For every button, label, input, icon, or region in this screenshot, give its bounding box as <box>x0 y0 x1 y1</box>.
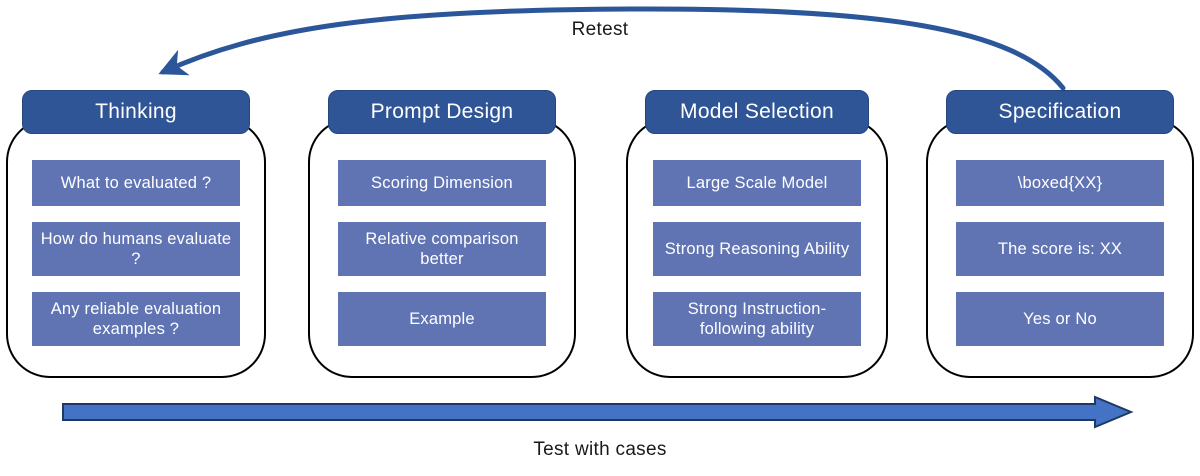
step-item: Large Scale Model <box>653 160 861 206</box>
step-item: Example <box>338 292 546 346</box>
stage-model-selection-header: Model Selection <box>645 90 869 134</box>
step-item: Scoring Dimension <box>338 160 546 206</box>
stage-model-selection: Model Selection Large Scale Model Strong… <box>626 90 888 378</box>
step-item: Strong Instruction-following ability <box>653 292 861 346</box>
stage-specification: Specification \boxed{XX} The score is: X… <box>926 90 1194 378</box>
step-item: Yes or No <box>956 292 1164 346</box>
stage-thinking-items: What to evaluated ? How do humans evalua… <box>6 160 266 346</box>
stage-model-selection-items: Large Scale Model Strong Reasoning Abili… <box>626 160 888 346</box>
step-item: The score is: XX <box>956 222 1164 276</box>
retest-label: Retest <box>571 19 629 40</box>
step-item: How do humans evaluate ? <box>32 222 240 276</box>
stage-thinking: Thinking What to evaluated ? How do huma… <box>6 90 266 378</box>
stage-specification-header: Specification <box>946 90 1174 134</box>
stage-prompt-design: Prompt Design Scoring Dimension Relative… <box>308 90 576 378</box>
stage-prompt-design-header: Prompt Design <box>328 90 556 134</box>
stage-thinking-header: Thinking <box>22 90 250 134</box>
stage-prompt-design-items: Scoring Dimension Relative comparison be… <box>308 160 576 346</box>
step-item: What to evaluated ? <box>32 160 240 206</box>
step-item: Relative comparison better <box>338 222 546 276</box>
test-with-cases-arrow <box>62 395 1134 429</box>
step-item: Any reliable evaluation examples ? <box>32 292 240 346</box>
step-item: Strong Reasoning Ability <box>653 222 861 276</box>
stage-specification-items: \boxed{XX} The score is: XX Yes or No <box>926 160 1194 346</box>
test-with-cases-label: Test with cases <box>533 439 667 460</box>
step-item: \boxed{XX} <box>956 160 1164 206</box>
